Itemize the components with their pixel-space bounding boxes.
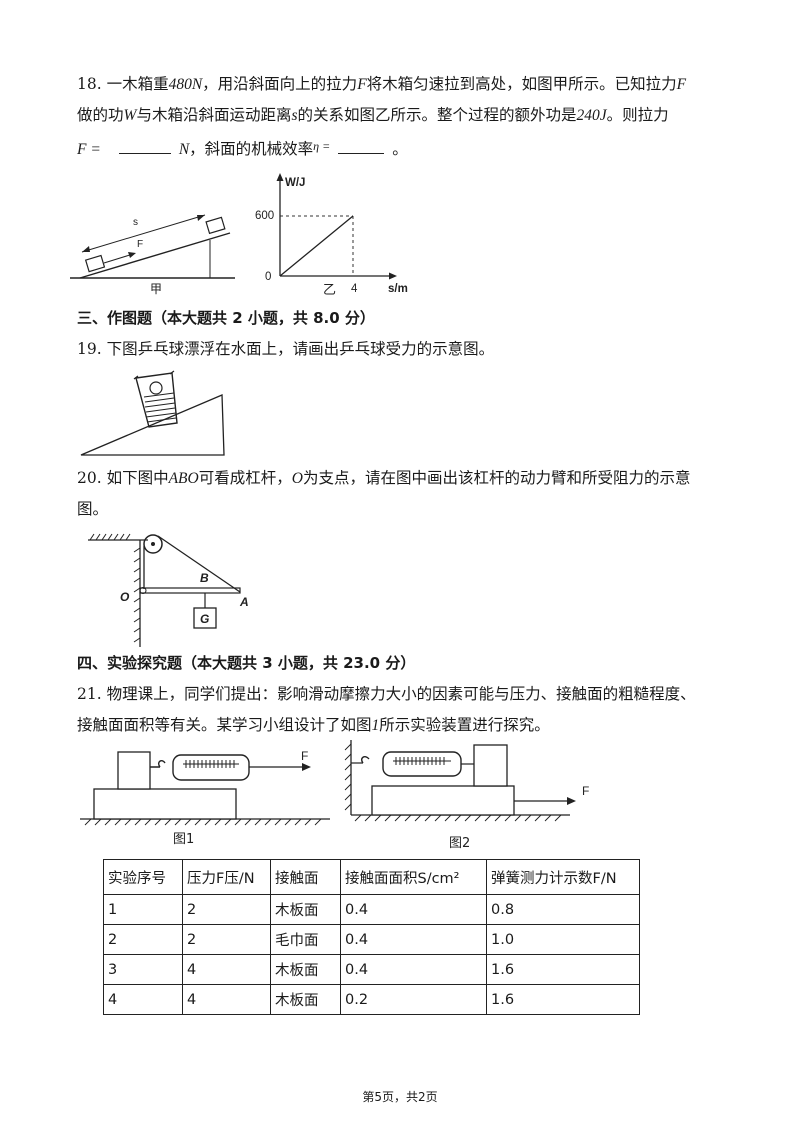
table-hatch (354, 814, 562, 822)
incline-wedge (80, 394, 225, 456)
q20-line-1: 20. 如下图中ABO可看成杠杆，O为支点，请在图中画出该杠杆的动力臂和所受阻力… (77, 469, 691, 487)
beaker-rim (133, 370, 175, 380)
y-axis-label: W/J (285, 177, 305, 189)
table-row: 4 4 木板面 0.2 1.6 (103, 984, 640, 1015)
ceiling-hatch (89, 533, 131, 541)
origin-label: 0 (265, 271, 271, 283)
scale-ticks (393, 757, 451, 765)
block (473, 744, 508, 787)
table-cell: 木板面 (270, 954, 341, 985)
figure-lever: O B A G (88, 533, 249, 647)
page-footer: 第5页，共2页 (362, 1090, 438, 1104)
q21-line-2: 接触面面积等有关。某学习小组设计了如图1所示实验装置进行探究。 (77, 716, 550, 734)
caption-jia: 甲 (150, 282, 162, 296)
board (371, 785, 515, 816)
table-cell: 4 (182, 954, 271, 985)
q18-line-2: 做的功W与木箱沿斜面运动距离s的关系如图乙所示。整个过程的额外功是240J。则拉… (77, 106, 669, 124)
rope-to-a (157, 535, 241, 593)
table-cell: 2 (182, 894, 271, 925)
incline-surface (79, 232, 231, 279)
figure-incline-jia: s F 甲 (70, 214, 235, 296)
answer-blank-force[interactable] (118, 139, 171, 154)
table-cell: 1.0 (486, 924, 640, 955)
scale-ticks (183, 760, 239, 768)
table-cell: 1.6 (486, 984, 640, 1015)
label-b: B (200, 571, 209, 585)
weight-box (193, 607, 217, 629)
chart-work-distance: W/J s/m 0 600 4 乙 (255, 173, 408, 298)
label-f: F (301, 749, 308, 763)
table-cell: 0.8 (486, 894, 640, 925)
y-tick-label: 600 (255, 210, 274, 222)
section-4-title: 四、实验探究题（本大题共 3 小题，共 23.0 分） (77, 654, 416, 672)
label-f: F (137, 239, 143, 250)
table-row: 1 2 木板面 0.4 0.8 (103, 894, 640, 925)
q19-text: 19. 下图乒乓球漂浮在水面上，请画出乒乓球受力的示意图。 (77, 340, 495, 358)
header-cell: 弹簧测力计示数F/N (486, 859, 640, 895)
label-s: s (133, 217, 138, 228)
label-o: O (120, 590, 130, 604)
figure-floating-ball (80, 370, 225, 456)
header-cell: 实验序号 (103, 859, 183, 895)
table-cell: 1 (103, 894, 183, 925)
table-cell: 2 (103, 924, 183, 955)
label-f: F (582, 784, 589, 798)
table-hatch (84, 818, 322, 826)
q20-line-2: 图。 (77, 500, 109, 518)
spring-scale (172, 754, 250, 781)
table-header-row: 实验序号 压力F压/N 接触面 接触面面积S/cm² 弹簧测力计示数F/N (103, 859, 640, 895)
x-axis-label: s/m (388, 283, 408, 295)
wall-hatch (344, 743, 352, 811)
table-cell: 木板面 (270, 894, 341, 925)
block (117, 751, 151, 790)
q18-line-3: F =N，斜面的机械效率η =。 (77, 139, 408, 158)
header-cell: 接触面面积S/cm² (340, 859, 487, 895)
series-line-work (279, 215, 354, 277)
beaker (135, 372, 178, 428)
table-cell: 0.4 (340, 954, 487, 985)
x-tick-label: 4 (351, 283, 358, 295)
water-lines (143, 392, 177, 423)
hook (360, 756, 370, 764)
caption-fig2: 图2 (449, 836, 470, 851)
table-cell: 毛巾面 (270, 924, 341, 955)
table-cell: 0.4 (340, 924, 487, 955)
table-cell: 3 (103, 954, 183, 985)
distance-arrow (81, 214, 206, 253)
table-cell: 0.4 (340, 894, 487, 925)
header-cell: 接触面 (270, 859, 341, 895)
box-bottom (84, 254, 106, 273)
board (93, 788, 237, 820)
table-cell: 4 (103, 984, 183, 1015)
wall-hatch (133, 547, 141, 643)
caption-yi: 乙 (323, 283, 336, 298)
box-top (205, 216, 226, 235)
section-3-title: 三、作图题（本大题共 2 小题，共 8.0 分） (77, 309, 375, 327)
figure-1-apparatus: F 图1 (80, 749, 330, 847)
spring-scale (382, 751, 462, 777)
pulley (143, 534, 163, 554)
pivot (139, 587, 147, 594)
hook (150, 760, 166, 768)
caption-fig1: 图1 (173, 832, 194, 847)
ball (149, 381, 163, 395)
table-row: 2 2 毛巾面 0.4 1.0 (103, 924, 640, 955)
table-cell: 2 (182, 924, 271, 955)
force-arrow (103, 253, 134, 264)
table-cell: 0.2 (340, 984, 487, 1015)
q18-line-1: 18. 一木箱重480N，用沿斜面向上的拉力F将木箱匀速拉到高处，如图甲所示。已… (77, 75, 687, 93)
table-cell: 木板面 (270, 984, 341, 1015)
label-g: G (200, 612, 209, 626)
figure-2-apparatus: F 图2 (344, 740, 589, 851)
table-cell: 1.6 (486, 954, 640, 985)
label-a: A (239, 595, 249, 609)
q21-line-1: 21. 物理课上，同学们提出：影响滑动摩擦力大小的因素可能与压力、接触面的粗糙程… (77, 685, 696, 703)
table-cell: 4 (182, 984, 271, 1015)
experiment-table: 实验序号 压力F压/N 接触面 接触面面积S/cm² 弹簧测力计示数F/N 1 … (103, 859, 640, 1015)
table-row: 3 4 木板面 0.4 1.6 (103, 954, 640, 985)
answer-blank-efficiency[interactable] (338, 139, 385, 154)
lever-bar (139, 587, 241, 594)
header-cell: 压力F压/N (182, 859, 271, 895)
